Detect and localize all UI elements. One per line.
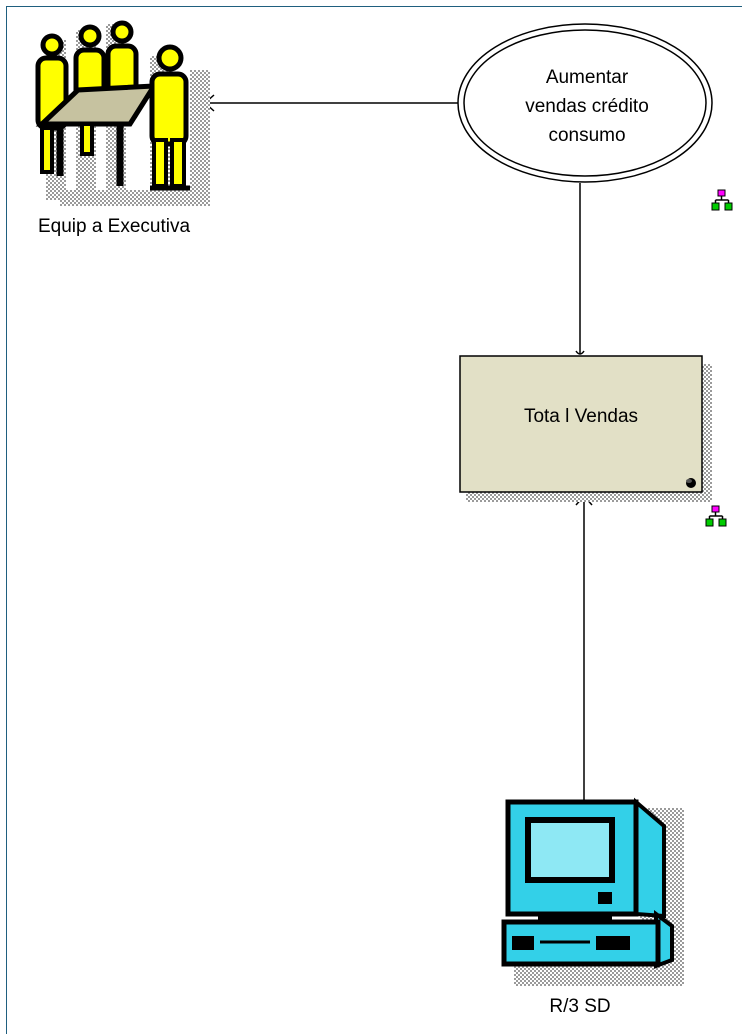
hierarchy-icon[interactable]: [711, 189, 733, 211]
computer-icon: [501, 797, 684, 986]
system-label: R/3 SD: [549, 996, 610, 1017]
connector-goal-to-actor: [203, 94, 458, 112]
meeting-people-icon: [35, 20, 210, 206]
goal-line-3: consumo: [548, 125, 625, 146]
goal-node[interactable]: Aumentar vendas crédito consumo: [457, 23, 713, 183]
actor-label: Equip a Executiva: [38, 216, 191, 237]
actor-node[interactable]: Equip a Executiva: [35, 20, 210, 237]
frame-top-border: [6, 6, 742, 7]
frame-left-border: [6, 6, 7, 1034]
system-node[interactable]: R/3 SD: [501, 797, 684, 1017]
connector-system-to-measure: [575, 494, 593, 800]
goal-line-2: vendas crédito: [525, 96, 649, 117]
hierarchy-icon[interactable]: [705, 505, 727, 527]
measure-label: Tota l Vendas: [524, 406, 638, 427]
cylinder-icon: [686, 478, 696, 488]
measure-node[interactable]: Tota l Vendas: [459, 355, 712, 502]
goal-line-1: Aumentar: [546, 67, 629, 88]
connector-goal-to-measure: [575, 183, 585, 355]
